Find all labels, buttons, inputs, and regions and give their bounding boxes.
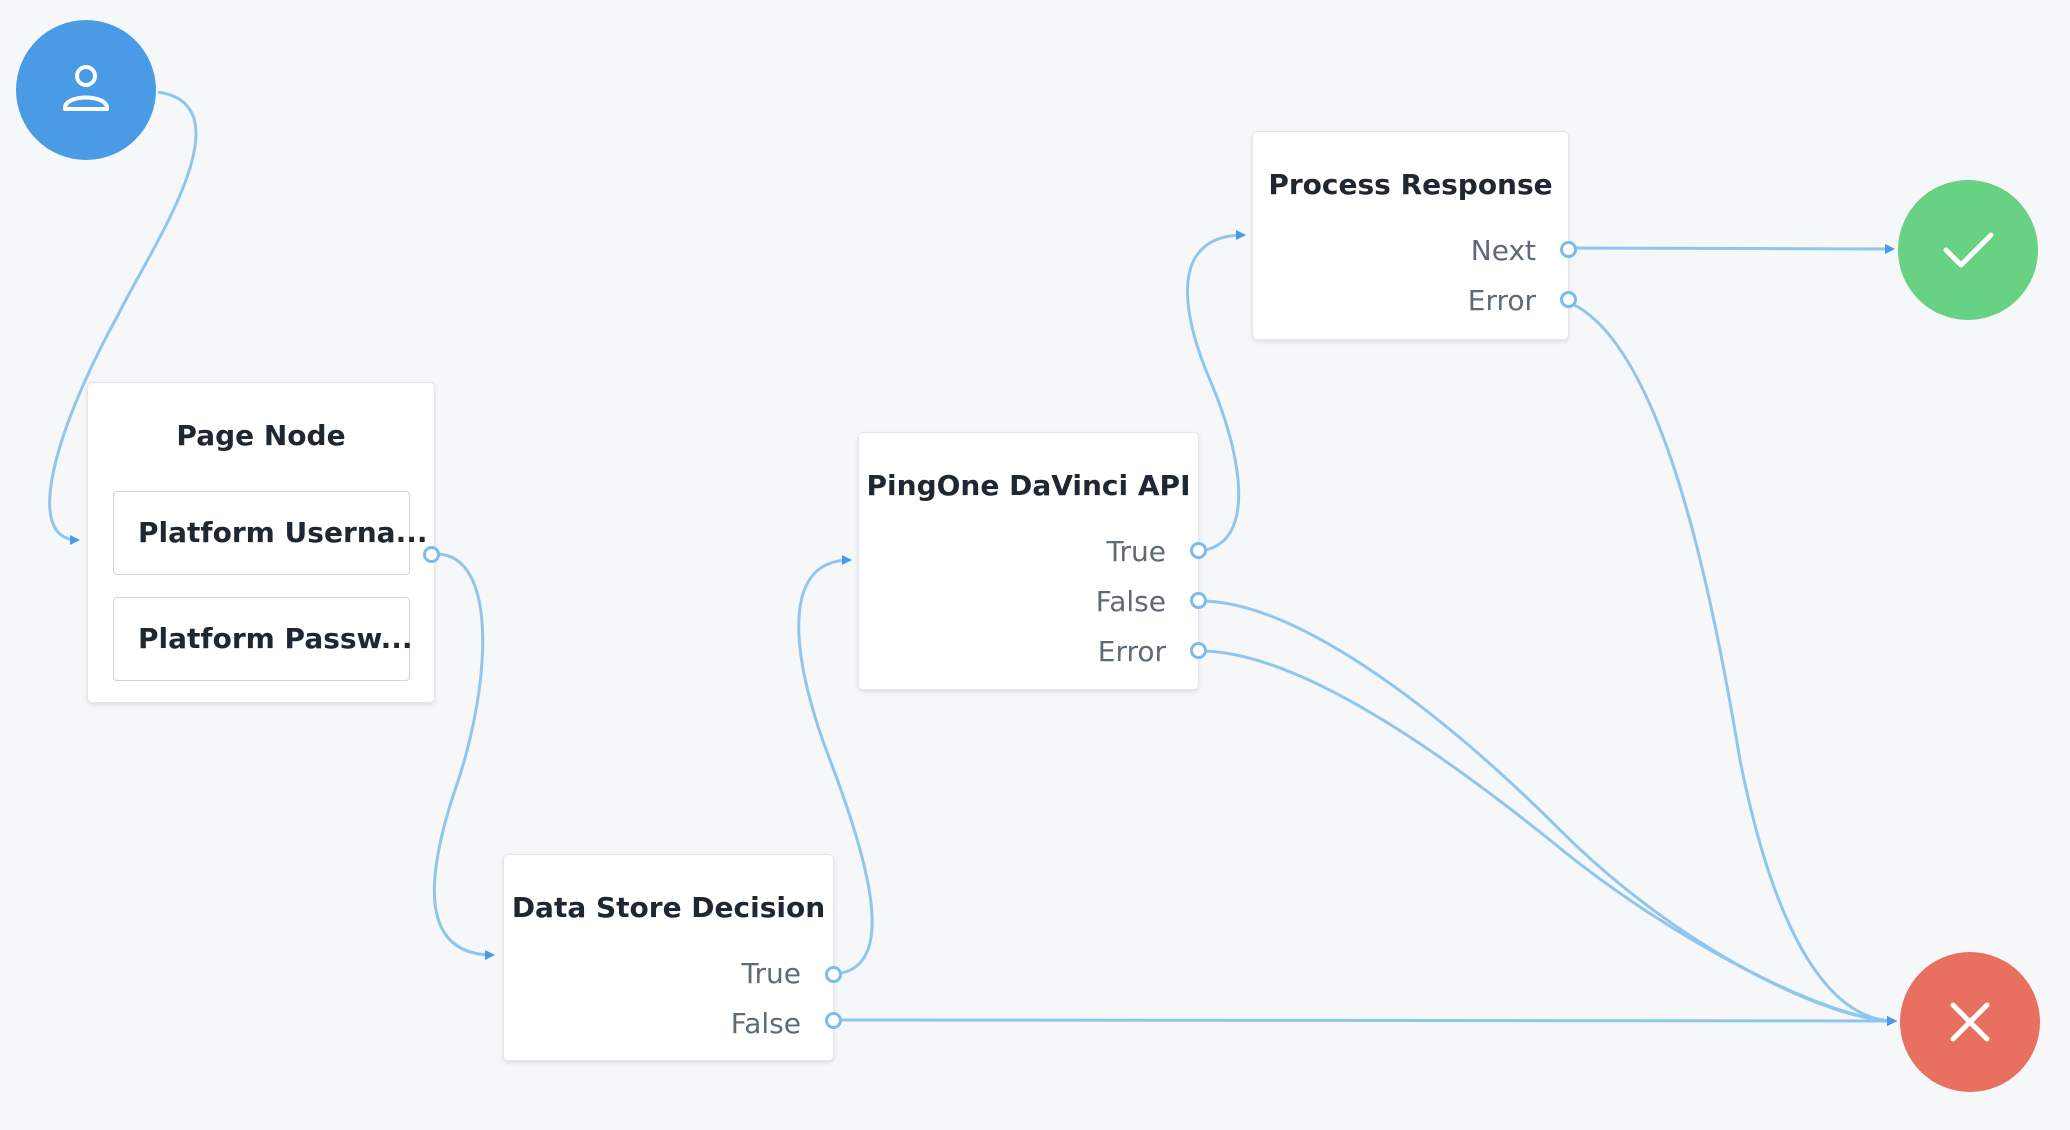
- process-response-title: Process Response: [1268, 168, 1553, 201]
- davinci-false-port[interactable]: [1190, 592, 1207, 609]
- wire-process-error-to-failure: [1567, 300, 1897, 1026]
- start-node[interactable]: [16, 20, 156, 160]
- page-node-title: Page Node: [176, 419, 346, 452]
- davinci-true-label: True: [1106, 535, 1166, 568]
- data-store-true-port[interactable]: [825, 966, 842, 983]
- failure-node[interactable]: [1900, 952, 2040, 1092]
- process-next-port[interactable]: [1560, 241, 1577, 258]
- wire-davinci-error-to-failure: [1198, 649, 1897, 1026]
- davinci-error-label: Error: [1097, 635, 1166, 668]
- data-store-false-label: False: [730, 1007, 801, 1040]
- page-node-output-port[interactable]: [423, 546, 440, 563]
- process-next-label: Next: [1470, 234, 1536, 267]
- username-callback-label: Platform Userna...: [138, 516, 428, 549]
- checkmark-icon: [1943, 232, 1994, 268]
- process-response-node[interactable]: Process Response Next Error: [1252, 131, 1577, 340]
- process-error-label: Error: [1467, 284, 1536, 317]
- username-callback[interactable]: Platform Userna...: [113, 491, 428, 575]
- process-error-port[interactable]: [1560, 291, 1577, 308]
- wire-davinci-false-to-failure: [1198, 599, 1897, 1026]
- wire-data-store-false-to-failure: [833, 1015, 1897, 1026]
- davinci-true-port[interactable]: [1190, 542, 1207, 559]
- password-callback-label: Platform Passw...: [138, 622, 413, 655]
- password-callback[interactable]: Platform Passw...: [113, 597, 413, 681]
- data-store-decision-node[interactable]: Data Store Decision True False: [503, 854, 842, 1061]
- page-node[interactable]: Page Node Platform Userna... Platform Pa…: [87, 382, 440, 703]
- davinci-api-title: PingOne DaVinci API: [866, 469, 1191, 502]
- data-store-decision-title: Data Store Decision: [511, 891, 826, 924]
- success-node[interactable]: [1898, 180, 2038, 320]
- davinci-api-node[interactable]: PingOne DaVinci API True False Error: [858, 432, 1207, 690]
- wire-process-next-to-success: [1567, 243, 1895, 254]
- wire-page-node-to-data-store: [432, 552, 495, 960]
- davinci-error-port[interactable]: [1190, 642, 1207, 659]
- close-icon: [1950, 1002, 1990, 1042]
- data-store-false-port[interactable]: [825, 1012, 842, 1029]
- data-store-true-label: True: [741, 957, 801, 990]
- person-icon: [63, 65, 109, 111]
- davinci-false-label: False: [1095, 585, 1166, 618]
